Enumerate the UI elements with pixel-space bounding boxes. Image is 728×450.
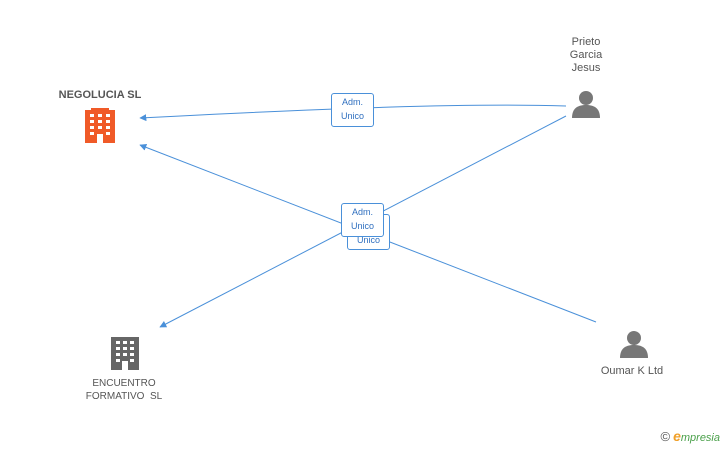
edge-role-line2: Unico bbox=[356, 235, 380, 245]
person-name-line3: Jesus bbox=[571, 62, 601, 74]
company-name-negolucia[interactable]: NEGOLUCIA SL bbox=[58, 89, 142, 101]
company-name-line1: ENCUENTRO bbox=[92, 378, 156, 389]
company-name-encuentro[interactable]: ENCUENTRO FORMATIVO SL bbox=[64, 377, 184, 403]
edge-label-prieto-encuentro[interactable]: Adm. Unico bbox=[341, 203, 384, 237]
building-icon-negolucia[interactable] bbox=[85, 108, 115, 143]
person-icon-prieto[interactable] bbox=[572, 91, 600, 118]
empresia-logo: empresia bbox=[673, 428, 720, 444]
edge-prieto-negolucia[interactable] bbox=[139, 104, 567, 122]
person-name-prieto[interactable]: Prieto Garcia Jesus bbox=[546, 36, 626, 75]
person-name-oumar[interactable]: Oumar K Ltd bbox=[600, 365, 664, 377]
person-icon-oumar[interactable] bbox=[620, 331, 648, 358]
person-name-line2: Garcia bbox=[569, 49, 603, 61]
edge-role-line2: Unico bbox=[350, 221, 374, 231]
edge-role-line1: Adm. bbox=[341, 97, 363, 107]
brand-watermark: © empresia bbox=[660, 428, 720, 444]
person-name-line1: Prieto bbox=[571, 36, 601, 48]
company-name-line2: FORMATIVO SL bbox=[85, 391, 163, 402]
edge-role-line1: Adm. bbox=[351, 207, 373, 217]
edge-label-prieto-negolucia[interactable]: Adm. Unico bbox=[331, 93, 374, 127]
building-icon-encuentro[interactable] bbox=[111, 337, 139, 370]
edge-role-line2: Unico bbox=[340, 111, 364, 121]
copyright-symbol: © bbox=[660, 428, 671, 444]
